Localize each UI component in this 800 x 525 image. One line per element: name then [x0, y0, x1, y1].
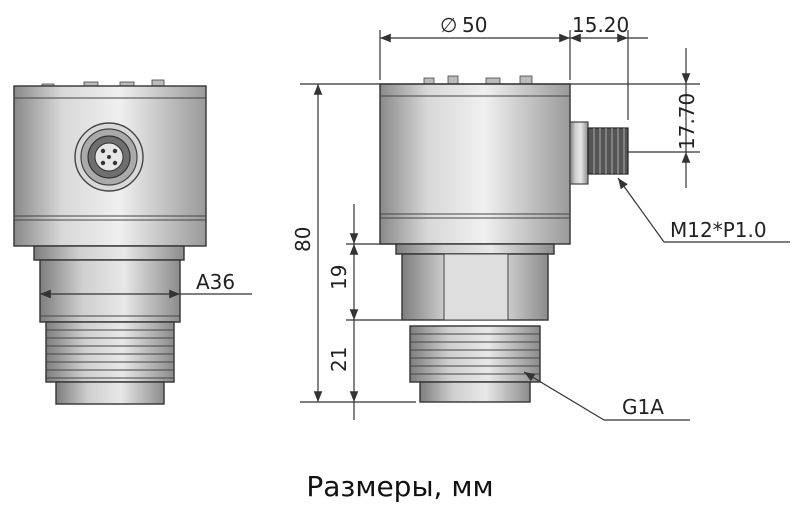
connector-thread-label: M12*P1.0 — [670, 218, 767, 242]
front-thread — [45, 321, 175, 383]
diameter-symbol: ∅ — [440, 13, 457, 37]
m12-connector — [569, 121, 629, 185]
side-view — [379, 75, 629, 403]
thread-height-label: 21 — [327, 347, 351, 372]
caption: Размеры, мм — [306, 470, 494, 503]
connector-face-icon — [74, 122, 144, 192]
diameter-label: 50 — [462, 13, 487, 37]
connector-height-label: 17.70 — [675, 93, 699, 150]
dimension-lines: ∅ 50 15.20 17.70 80 19 21 M12*P1.0 — [291, 13, 790, 421]
process-thread-label: G1A — [622, 395, 664, 419]
hex-size-label: A36 — [196, 270, 235, 294]
total-height-label: 80 — [291, 227, 315, 252]
side-thread — [409, 325, 541, 383]
offset-label: 15.20 — [572, 13, 629, 37]
front-view: A36 — [13, 79, 252, 405]
hex-height-label: 19 — [327, 265, 351, 290]
